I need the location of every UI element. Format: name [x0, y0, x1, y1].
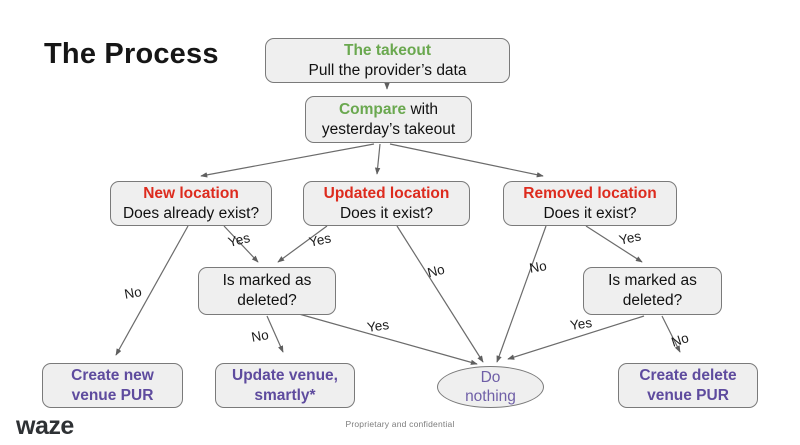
node-updated-location-subtitle: Does it exist?: [339, 204, 434, 222]
edge-label-deleted-left-no: No: [250, 327, 270, 345]
node-updated-location: Updated location Does it exist?: [303, 181, 470, 226]
node-removed-location-subtitle: Does it exist?: [543, 204, 637, 222]
node-update-venue: Update venue, smartly*: [215, 363, 355, 408]
node-takeout-title: The takeout: [344, 41, 431, 59]
node-create-delete-line2: venue PUR: [647, 386, 729, 404]
arrow-updated-no-nothing: [396, 225, 484, 363]
node-do-nothing-line2: nothing: [465, 388, 516, 405]
arrow-deletedleft-no-update: [266, 315, 284, 353]
arrow-removed-no-nothing: [496, 225, 547, 363]
node-create-new-line1: Create new: [71, 366, 154, 384]
node-takeout-subtitle: Pull the provider’s data: [308, 61, 467, 79]
node-is-deleted-left-line1: Is marked as: [222, 272, 312, 289]
arrow-compare-new: [200, 143, 375, 178]
node-is-deleted-left: Is marked as deleted?: [198, 267, 336, 315]
edge-label-updated-yes: Yes: [307, 230, 333, 250]
edge-label-new-no: No: [123, 284, 143, 302]
node-update-venue-line1: Update venue,: [232, 366, 338, 384]
node-create-new-pur: Create new venue PUR: [42, 363, 183, 408]
arrow-compare-removed: [389, 143, 544, 178]
node-compare-line2: yesterday’s takeout: [321, 120, 456, 138]
node-create-new-line2: venue PUR: [71, 386, 154, 404]
node-updated-location-title: Updated location: [323, 184, 450, 202]
waze-logo: waze: [16, 412, 74, 440]
node-removed-location-title: Removed location: [523, 184, 657, 202]
node-compare-title-rest: with: [410, 100, 439, 118]
edge-label-updated-no: No: [425, 261, 447, 281]
node-create-delete-pur: Create delete venue PUR: [618, 363, 758, 408]
edge-label-deleted-right-yes: Yes: [569, 315, 593, 333]
edge-label-removed-yes: Yes: [617, 228, 643, 248]
arrow-compare-updated: [374, 143, 381, 175]
edge-label-deleted-left-yes: Yes: [366, 317, 390, 335]
node-new-location: New location Does already exist?: [110, 181, 272, 226]
node-create-delete-line1: Create delete: [639, 366, 737, 384]
node-takeout: The takeout Pull the provider’s data: [265, 38, 510, 83]
edge-label-removed-no: No: [528, 258, 548, 276]
node-is-deleted-right-line1: Is marked as: [608, 272, 697, 289]
node-is-deleted-right: Is marked as deleted?: [583, 267, 722, 315]
node-do-nothing-line1: Do: [480, 369, 501, 386]
node-is-deleted-left-line2: deleted?: [237, 292, 297, 309]
node-compare-title: Compare: [338, 100, 407, 118]
node-removed-location: Removed location Does it exist?: [503, 181, 677, 226]
footer-confidential: Proprietary and confidential: [345, 419, 455, 429]
node-is-deleted-right-line2: deleted?: [622, 292, 683, 309]
node-new-location-title: New location: [143, 184, 239, 202]
node-new-location-subtitle: Does already exist?: [122, 204, 260, 222]
edge-label-new-yes: Yes: [226, 230, 252, 250]
node-update-venue-line2: smartly*: [254, 386, 316, 404]
page-title: The Process: [44, 38, 219, 70]
node-do-nothing: Do nothing: [437, 366, 544, 408]
edge-label-deleted-right-no: No: [669, 330, 691, 350]
